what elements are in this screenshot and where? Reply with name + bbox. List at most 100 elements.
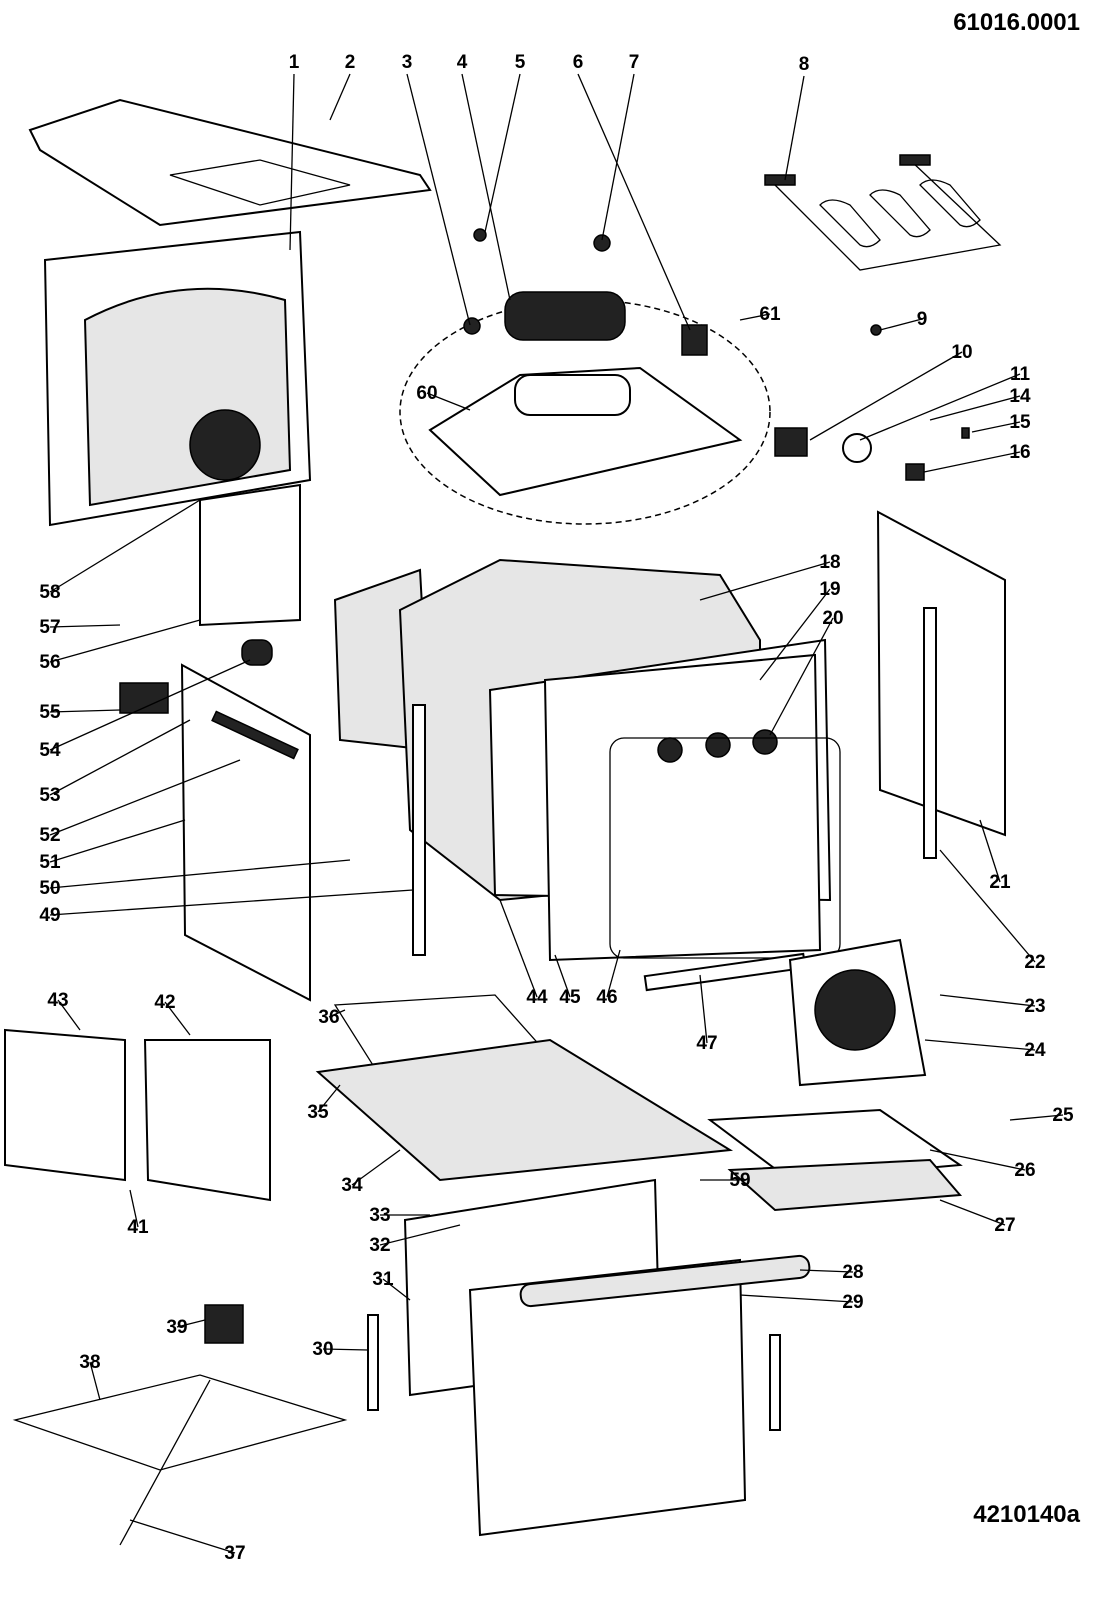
leader-line-50: [49, 859, 351, 889]
leader-line-58: [49, 499, 201, 593]
fan-housing: [428, 366, 743, 497]
leader-line-47: [699, 974, 708, 1044]
element-lead: [119, 1379, 211, 1546]
part-label-34: 34: [341, 1175, 363, 1196]
leader-line-28: [799, 1269, 854, 1273]
part-label-3: 3: [402, 52, 413, 73]
part-label-29: 29: [842, 1292, 863, 1313]
thermal-cutout: [593, 234, 611, 252]
part-label-56: 56: [39, 652, 60, 673]
part-label-59: 59: [729, 1170, 750, 1191]
part-label-21: 21: [989, 872, 1011, 893]
leader-line-44: [499, 899, 538, 998]
leader-line-18: [699, 561, 831, 601]
leader-line-10: [809, 351, 963, 441]
left-side-panel: [199, 483, 301, 627]
leader-line-49: [49, 889, 414, 916]
leader-line-30: [322, 1348, 369, 1351]
leader-line-53: [49, 719, 191, 796]
part-label-16: 16: [1009, 442, 1030, 463]
part-label-60: 60: [416, 383, 437, 404]
rear-panel-cavity: [83, 287, 292, 507]
lamp: [905, 463, 925, 481]
leader-line-41: [129, 1189, 139, 1228]
leader-line-19: [759, 588, 831, 681]
leader-line-46: [606, 949, 621, 998]
part-label-43: 43: [47, 990, 68, 1011]
door-outer-panel: [468, 1258, 747, 1537]
screw: [870, 324, 882, 336]
leader-line-61: [739, 313, 771, 321]
fan-grille: [814, 969, 896, 1051]
part-label-24: 24: [1024, 1040, 1046, 1061]
part-label-25: 25: [1052, 1105, 1074, 1126]
part-label-55: 55: [39, 702, 61, 723]
leader-line-39: [176, 1319, 206, 1328]
leader-line-20: [769, 617, 834, 736]
drawing-number: 61016.0001: [953, 9, 1080, 36]
part-label-10: 10: [951, 342, 972, 363]
leader-line-22: [939, 849, 1036, 963]
leader-line-56: [49, 619, 201, 663]
part-label-41: 41: [127, 1217, 149, 1238]
right-side-panel: [876, 510, 1006, 837]
top-cover-recess: [169, 159, 351, 206]
part-label-44: 44: [526, 987, 548, 1008]
part-label-8: 8: [799, 54, 810, 75]
control-panel-frame: [543, 653, 822, 962]
leader-line-38: [89, 1361, 101, 1401]
part-label-53: 53: [39, 785, 60, 806]
thermostat-bracket: [204, 1304, 244, 1344]
leader-line-27: [939, 1199, 1006, 1226]
grill-terminal: [764, 174, 796, 186]
lamp-holder: [241, 639, 273, 666]
leader-line-37: [129, 1519, 236, 1554]
leader-line-55: [49, 709, 121, 713]
part-label-14: 14: [1009, 386, 1031, 407]
part-label-35: 35: [307, 1102, 329, 1123]
control-knob: [705, 732, 731, 758]
part-label-19: 19: [819, 579, 840, 600]
part-label-42: 42: [154, 992, 175, 1013]
part-label-2: 2: [345, 52, 356, 73]
leader-line-54: [49, 659, 251, 751]
bearing: [463, 317, 481, 335]
part-label-32: 32: [369, 1235, 390, 1256]
clip: [473, 228, 487, 242]
tangential-fan-rotor: [504, 291, 626, 341]
leader-line-32: [379, 1224, 461, 1246]
leader-line-5: [484, 73, 521, 233]
part-label-28: 28: [842, 1262, 863, 1283]
part-label-54: 54: [39, 740, 61, 761]
part-label-30: 30: [312, 1339, 333, 1360]
door-gasket: [609, 737, 841, 959]
leader-line-51: [49, 819, 186, 863]
thermostat-knob: [842, 433, 872, 463]
part-label-4: 4: [457, 52, 468, 73]
part-label-20: 20: [822, 608, 843, 629]
part-label-23: 23: [1024, 996, 1045, 1017]
left-side-liner: [180, 663, 311, 1002]
part-label-15: 15: [1009, 412, 1031, 433]
leader-line-8: [784, 75, 805, 181]
side-runner-right: [143, 1039, 271, 1202]
leader-line-21: [979, 819, 1001, 883]
top-cover: [28, 98, 432, 227]
grill-element: [769, 159, 1002, 271]
leader-line-60: [426, 392, 471, 411]
fan-motor-small: [681, 324, 708, 356]
part-label-58: 58: [39, 582, 60, 603]
terminal-box: [119, 682, 169, 714]
part-label-57: 57: [39, 617, 60, 638]
part-label-49: 49: [39, 905, 60, 926]
leader-line-16: [923, 451, 1021, 473]
door-handle: [519, 1254, 811, 1308]
door-hinge-left: [367, 1314, 379, 1411]
leader-line-26: [929, 1149, 1026, 1171]
part-label-38: 38: [79, 1352, 100, 1373]
part-label-45: 45: [559, 987, 581, 1008]
leader-line-6: [577, 73, 691, 331]
leader-line-15: [971, 421, 1021, 433]
side-runner-left: [4, 1028, 126, 1182]
